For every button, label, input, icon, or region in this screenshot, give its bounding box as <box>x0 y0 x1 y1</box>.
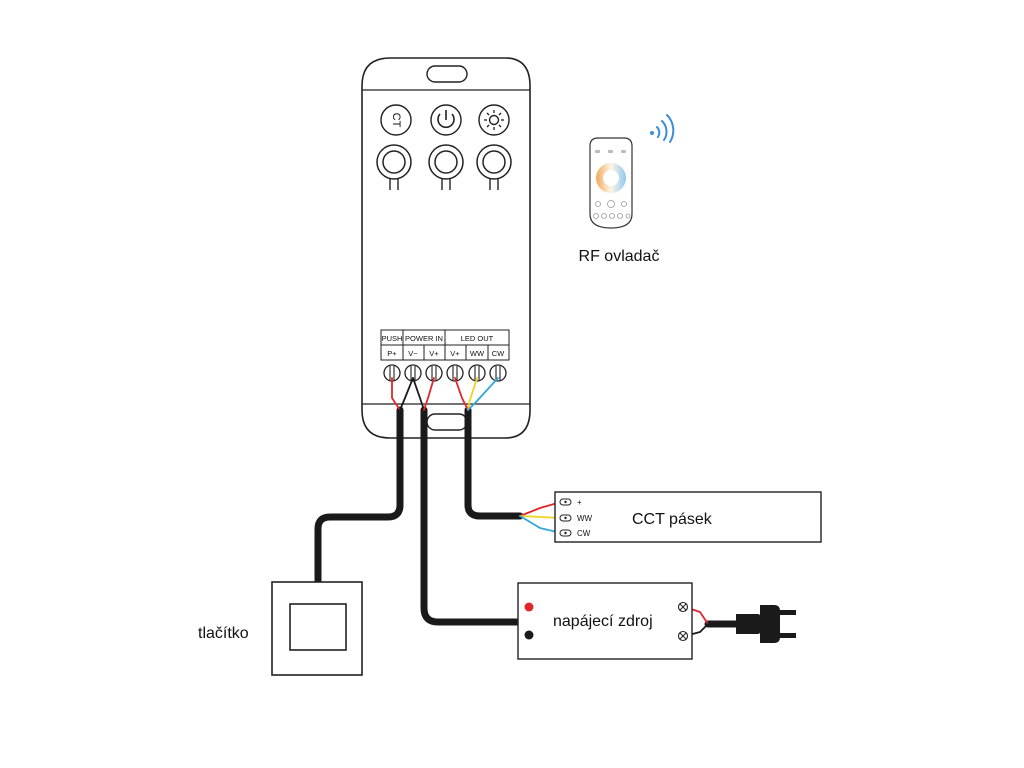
power-push-button[interactable] <box>428 144 464 190</box>
led-controller: CT <box>361 57 531 439</box>
terminal-label-row: P+ V− V+ V+ WW CW <box>387 349 505 358</box>
terminal-label-p-plus: P+ <box>387 349 397 358</box>
push-black-wire <box>399 377 414 411</box>
group-label-led-out: LED OUT <box>461 334 494 343</box>
remote-top-buttons <box>595 150 626 153</box>
terminal-label-ww: WW <box>470 349 485 358</box>
remote-control-buttons <box>593 200 631 219</box>
screw-terminal-cw <box>489 364 507 382</box>
terminal-label-v-plus-out: V+ <box>450 349 460 358</box>
ct-button-label: CT <box>380 104 412 136</box>
screw-terminal-v-minus <box>404 364 422 382</box>
ct-label: CT <box>390 113 402 128</box>
screw-terminal-block <box>383 364 507 382</box>
psu-mains-terminal-n <box>677 630 689 642</box>
mounting-slot-bottom <box>426 413 468 431</box>
remote-label: RF ovladač <box>579 248 660 265</box>
wiring <box>314 377 742 637</box>
push-red-wire <box>391 377 401 411</box>
terminal-label-v-plus-in: V+ <box>429 349 439 358</box>
psu-positive-terminal <box>524 602 534 612</box>
psu-negative-terminal <box>524 630 534 640</box>
group-label-power-in: POWER IN <box>405 334 443 343</box>
power-supply: napájecí zdroj <box>517 582 693 660</box>
strip-pin-ww: WW <box>577 514 593 523</box>
plug-icon <box>736 605 796 643</box>
switch-label: tlačítko <box>198 625 249 642</box>
led-blue-wire <box>467 377 499 411</box>
ct-push-button[interactable] <box>376 144 412 190</box>
power-black-wire <box>412 377 425 411</box>
led-red-wire <box>454 377 469 411</box>
mounting-slot-top <box>426 65 468 83</box>
strip-pin-cw: CW <box>577 529 591 538</box>
strip-pad-dots <box>564 500 567 535</box>
brightness-push-button[interactable] <box>476 144 512 190</box>
strip-cable <box>464 406 524 520</box>
psu-label: napájecí zdroj <box>553 613 653 630</box>
strip-body <box>554 491 822 543</box>
strip-blue-wire <box>519 515 562 534</box>
power-red-wire <box>423 377 435 411</box>
remote-color-wheel <box>596 163 626 193</box>
switch-rocker[interactable] <box>289 603 347 651</box>
strip-pin-plus: + <box>577 498 582 507</box>
screw-terminal-ww <box>468 364 486 382</box>
strip-yellow-wire <box>519 515 562 519</box>
rf-remote: RF ovladač <box>579 137 660 265</box>
group-label-push: PUSH <box>382 334 403 343</box>
cct-strip: + WW CW CCT pásek <box>554 491 822 543</box>
wall-switch: tlačítko <box>198 581 363 676</box>
power-icon <box>430 104 462 136</box>
switch-cable <box>314 406 404 586</box>
strip-red-wire <box>519 501 562 517</box>
led-yellow-wire <box>467 377 478 411</box>
terminal-label-v-minus: V− <box>408 349 418 358</box>
terminal-label-cw: CW <box>492 349 505 358</box>
strip-label: CCT pásek <box>632 511 713 528</box>
psu-mains-terminal-l <box>677 601 689 613</box>
screw-terminal-v-plus-out <box>446 364 464 382</box>
power-cable <box>420 406 522 626</box>
brightness-icon <box>478 104 510 136</box>
terminal-label-table <box>380 329 510 361</box>
psu-body <box>517 582 693 660</box>
wifi-signal-icon <box>650 114 675 143</box>
screw-terminal-v-plus-in <box>425 364 443 382</box>
